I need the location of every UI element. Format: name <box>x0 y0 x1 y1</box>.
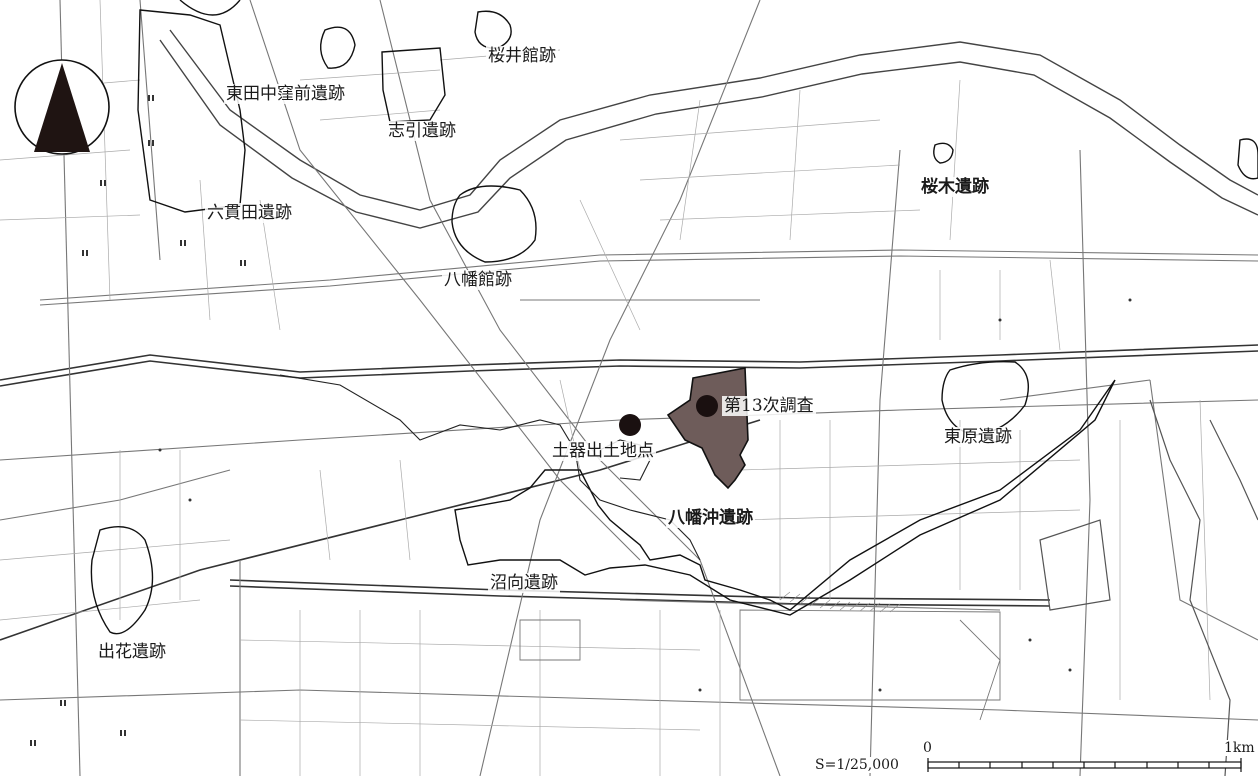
site-label-sakurai: 桜井館跡 <box>486 46 558 66</box>
site-label-dehana: 出花遺跡 <box>96 642 168 662</box>
site-label-numamuki: 沼向遺跡 <box>488 573 560 593</box>
site-label-sakuragi: 桜木遺跡 <box>919 177 991 197</box>
site-label-higashihara: 東原遺跡 <box>942 427 1014 447</box>
site-outlines <box>90 0 1258 635</box>
site-label-doki: 土器出土地点 <box>550 441 656 461</box>
sakuragi-outline <box>933 142 954 164</box>
hachimanoki-outline <box>279 374 701 561</box>
site-label-rokkanda: 六貫田遺跡 <box>205 203 294 223</box>
hachiman-kan-outline <box>451 185 537 263</box>
shibiki-outline <box>381 47 446 123</box>
site-label-hachiman-kan: 八幡館跡 <box>442 270 514 290</box>
scale-bar <box>927 758 1242 772</box>
survey13-area <box>666 367 749 490</box>
rail-lines <box>0 344 1258 641</box>
higashitanaka-outline <box>137 9 246 213</box>
port-edge <box>1039 399 1258 776</box>
scale-zero: 0 <box>923 740 932 756</box>
scale-max: 1km <box>1224 740 1255 756</box>
dehana-outline <box>90 526 154 635</box>
site-label-shibiki: 志引遺跡 <box>386 121 458 141</box>
survey13-marker <box>696 395 718 417</box>
higashihara-outline <box>941 361 1029 436</box>
site-label-higashitanaka: 東田中窪前遺跡 <box>224 84 347 104</box>
doki-marker <box>619 414 641 436</box>
bay-area <box>519 609 1001 721</box>
river <box>159 29 1258 229</box>
site-label-hachimanoki: 八幡沖遺跡 <box>666 508 755 528</box>
north-arrow-icon <box>14 59 110 155</box>
site-label-survey13: 第13次調査 <box>722 396 816 416</box>
scale-ratio: S=1/25,000 <box>815 757 899 773</box>
map-symbols <box>30 95 1132 746</box>
hatch-band <box>779 591 901 613</box>
numamuki-outline <box>454 379 1116 616</box>
sakurai-outline <box>474 10 512 49</box>
